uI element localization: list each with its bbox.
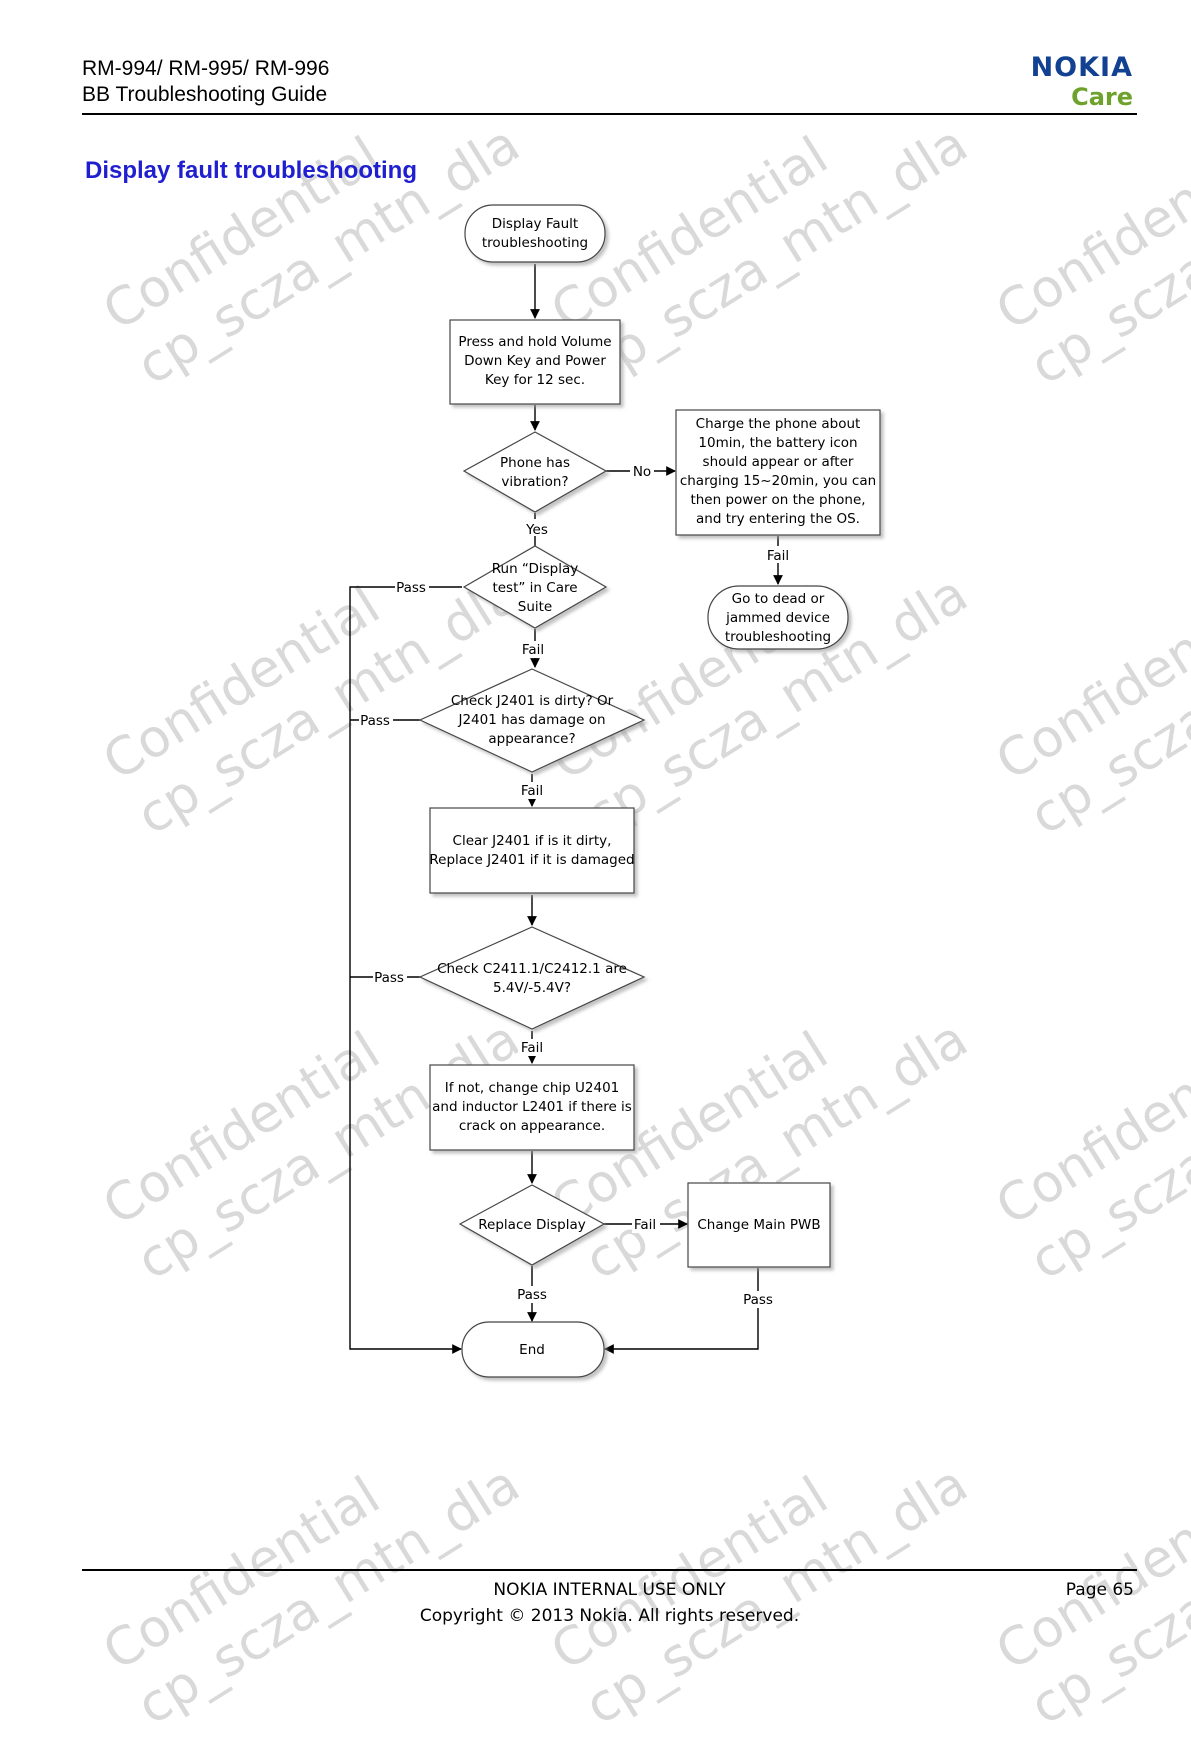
node-check-j2401 <box>418 668 646 773</box>
edge-label-fail: Fail <box>521 783 543 799</box>
node-label-line: End <box>519 1342 545 1358</box>
header-divider <box>82 113 1137 115</box>
node-label-line: charging 15~20min, you can <box>680 473 876 489</box>
node-label: Check J2401 is dirty? Or J2401 has damage… <box>451 693 614 747</box>
node-label-line: Down Key and Power <box>464 353 606 369</box>
nodes <box>418 204 881 1378</box>
node-press-hold <box>449 319 621 405</box>
edge-labels: No Yes Fail Pass Fail Pass Fail Pass Fai… <box>359 462 792 1308</box>
node-label-line: 5.4V/-5.4V? <box>493 980 571 996</box>
node-label: Go to dead or jammed device troubleshootin… <box>725 591 831 645</box>
node-label: Phone has vibration? <box>500 455 570 490</box>
node-dead-device <box>707 585 849 650</box>
node-label: Clear J2401 if is it dirty, Replace J2401… <box>429 833 634 868</box>
logo-wordmark: NOKIA <box>1030 52 1133 83</box>
flowchart: Display Fault troubleshooting Press and h… <box>349 204 881 1378</box>
footer-copyright: Copyright © 2013 Nokia. All rights reser… <box>419 1606 800 1626</box>
node-label: Change Main PWB <box>697 1217 820 1233</box>
node-label-line: troubleshooting <box>725 629 831 645</box>
node-label-line: Key for 12 sec. <box>485 372 585 388</box>
edge-pwb-pass <box>604 1268 759 1354</box>
node-label-line: appearance? <box>488 731 575 747</box>
nokia-care-logo: NOKIA Care <box>1030 52 1133 111</box>
section-title: Display fault troubleshooting <box>85 157 418 184</box>
node-charge <box>675 409 881 536</box>
node-label-line: test” in Care <box>492 580 577 596</box>
node-label-line: and inductor L2401 if there is <box>432 1099 632 1115</box>
node-label: End <box>519 1342 545 1358</box>
edge-label-yes: Yes <box>525 522 548 538</box>
node-check-c2411 <box>418 926 646 1030</box>
edge-label-pass: Pass <box>517 1287 547 1303</box>
footer-divider <box>82 1569 1137 1571</box>
edge-label-pass: Pass <box>396 580 426 596</box>
edge-label-pass: Pass <box>374 970 404 986</box>
node-label-line: Change Main PWB <box>697 1217 820 1233</box>
node-label-line: Check J2401 is dirty? Or <box>451 693 614 709</box>
page-number: Page 65 <box>1065 1580 1134 1600</box>
node-label-line: should appear or after <box>703 454 854 470</box>
node-clear-j2401 <box>429 807 635 894</box>
node-label-line: Display Fault <box>492 216 578 232</box>
document-guide-title: BB Troubleshooting Guide <box>82 83 328 106</box>
node-label: Display Fault troubleshooting <box>482 216 588 251</box>
node-label-line: Phone has <box>500 455 570 471</box>
node-label-line: J2401 has damage on <box>457 712 605 728</box>
footer-classification: NOKIA INTERNAL USE ONLY <box>493 1580 726 1600</box>
node-label-line: crack on appearance. <box>459 1118 605 1134</box>
node-end <box>461 1321 605 1378</box>
node-label: Check C2411.1/C2412.1 are 5.4V/-5.4V? <box>437 961 627 996</box>
node-label-line: then power on the phone, <box>690 492 865 508</box>
edge-label-fail: Fail <box>767 548 789 564</box>
edge-label-fail: Fail <box>521 1040 543 1056</box>
edge-label-no: No <box>633 464 651 480</box>
node-label-line: If not, change chip U2401 <box>445 1080 620 1096</box>
node-start <box>464 204 606 263</box>
node-vibration <box>462 431 608 513</box>
node-label-line: Press and hold Volume <box>458 334 611 350</box>
node-label-line: Clear J2401 if is it dirty, <box>453 833 612 849</box>
node-replace-display <box>458 1184 606 1266</box>
node-change-chip <box>429 1064 635 1151</box>
node-label-line: Charge the phone about <box>696 416 861 432</box>
node-label: Charge the phone about 10min, the battery… <box>680 416 876 527</box>
document-model-line: RM-994/ RM-995/ RM-996 <box>82 57 330 80</box>
node-change-pwb <box>687 1182 831 1268</box>
node-display-test <box>462 545 608 629</box>
node-label-line: jammed device <box>725 610 830 626</box>
edge-label-fail: Fail <box>522 642 544 658</box>
edge-label-fail: Fail <box>634 1217 656 1233</box>
node-label-line: Check C2411.1/C2412.1 are <box>437 961 627 977</box>
node-label-line: Suite <box>518 599 552 615</box>
node-labels: Display Fault troubleshooting Press and h… <box>429 216 876 1358</box>
node-label-line: vibration? <box>501 474 568 490</box>
node-label: Replace Display <box>478 1217 585 1233</box>
node-label-line: troubleshooting <box>482 235 588 251</box>
node-label-line: Run “Display <box>492 561 579 577</box>
node-label-line: Replace J2401 if it is damaged <box>429 852 634 868</box>
node-label-line: Go to dead or <box>732 591 825 607</box>
edge-label-pass: Pass <box>743 1292 773 1308</box>
logo-subtitle: Care <box>1071 83 1133 111</box>
node-label-line: and try entering the OS. <box>696 511 860 527</box>
node-label: If not, change chip U2401 and inductor L2… <box>432 1080 632 1134</box>
node-label-line: Replace Display <box>478 1217 585 1233</box>
node-label-line: 10min, the battery icon <box>698 435 857 451</box>
edge-label-pass: Pass <box>360 713 390 729</box>
